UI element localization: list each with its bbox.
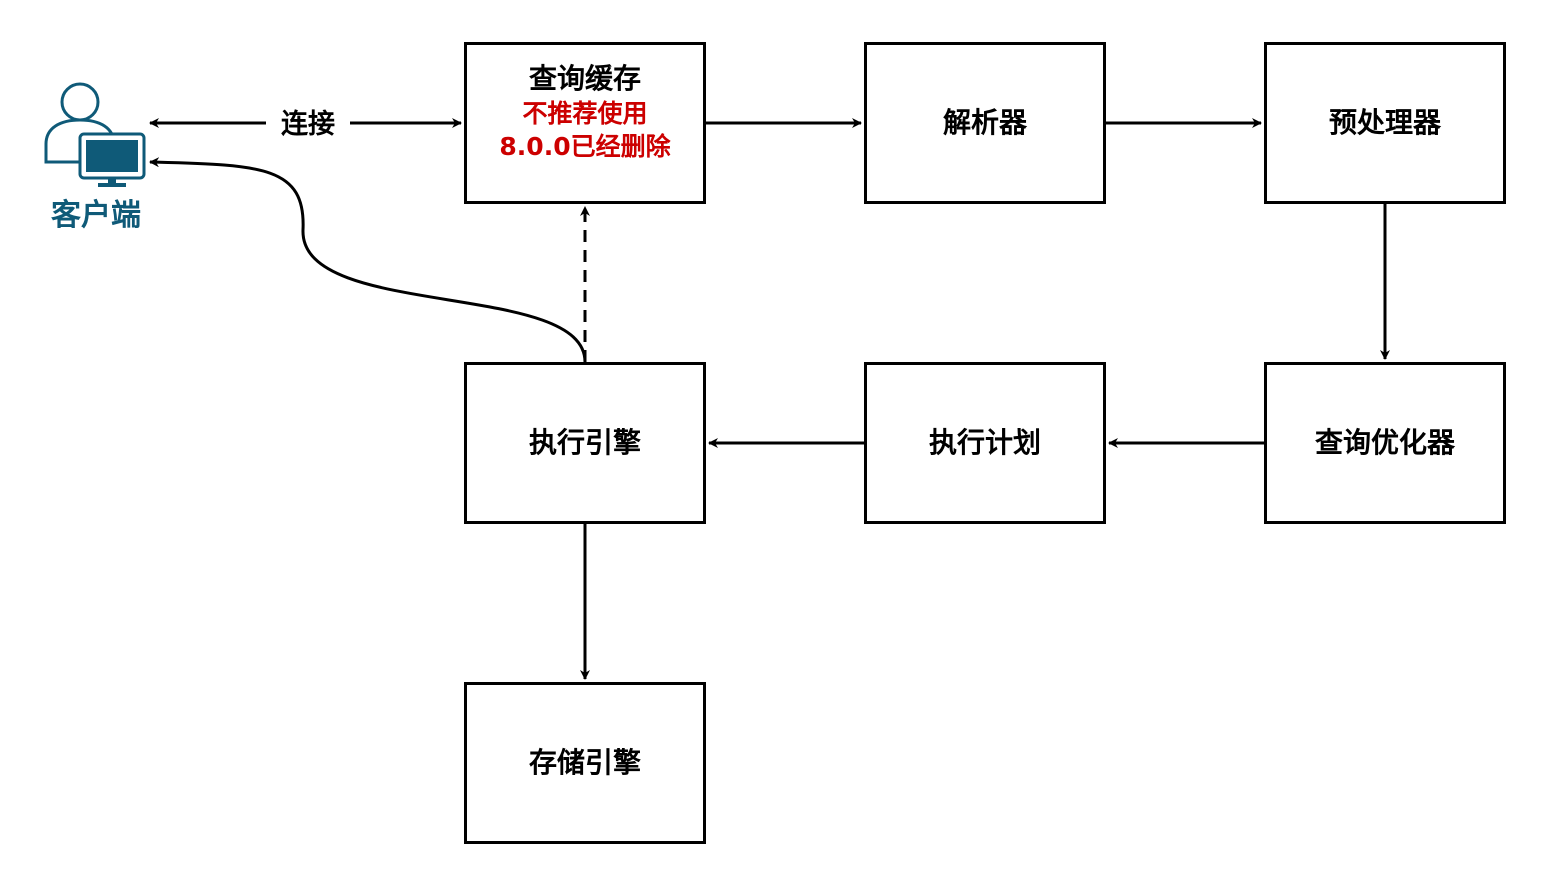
edge-executor-client-curve: [149, 157, 587, 363]
parser-node[interactable]: 解析器: [864, 42, 1106, 204]
executor-title: 执行引擎: [528, 426, 641, 459]
query-cache-node[interactable]: 查询缓存 不推荐使用 8.0.0已经删除: [464, 42, 706, 204]
query-cache-warning-1: 不推荐使用: [522, 99, 648, 128]
preprocessor-node[interactable]: 预处理器: [1264, 42, 1506, 204]
preprocessor-title: 预处理器: [1328, 106, 1441, 139]
user-with-computer-icon: [44, 82, 146, 187]
parser-title: 解析器: [942, 106, 1027, 139]
connect-label: 连接: [266, 107, 350, 143]
optimizer-node[interactable]: 查询优化器: [1264, 362, 1506, 524]
storage-node[interactable]: 存储引擎: [464, 682, 706, 844]
query-cache-warning-2: 8.0.0已经删除: [499, 132, 671, 161]
query-cache-title: 查询缓存: [528, 62, 641, 95]
executor-node[interactable]: 执行引擎: [464, 362, 706, 524]
storage-title: 存储引擎: [528, 746, 641, 779]
plan-title: 执行计划: [928, 426, 1041, 459]
optimizer-title: 查询优化器: [1314, 426, 1455, 459]
plan-node[interactable]: 执行计划: [864, 362, 1106, 524]
client-label: 客户端: [51, 198, 141, 233]
